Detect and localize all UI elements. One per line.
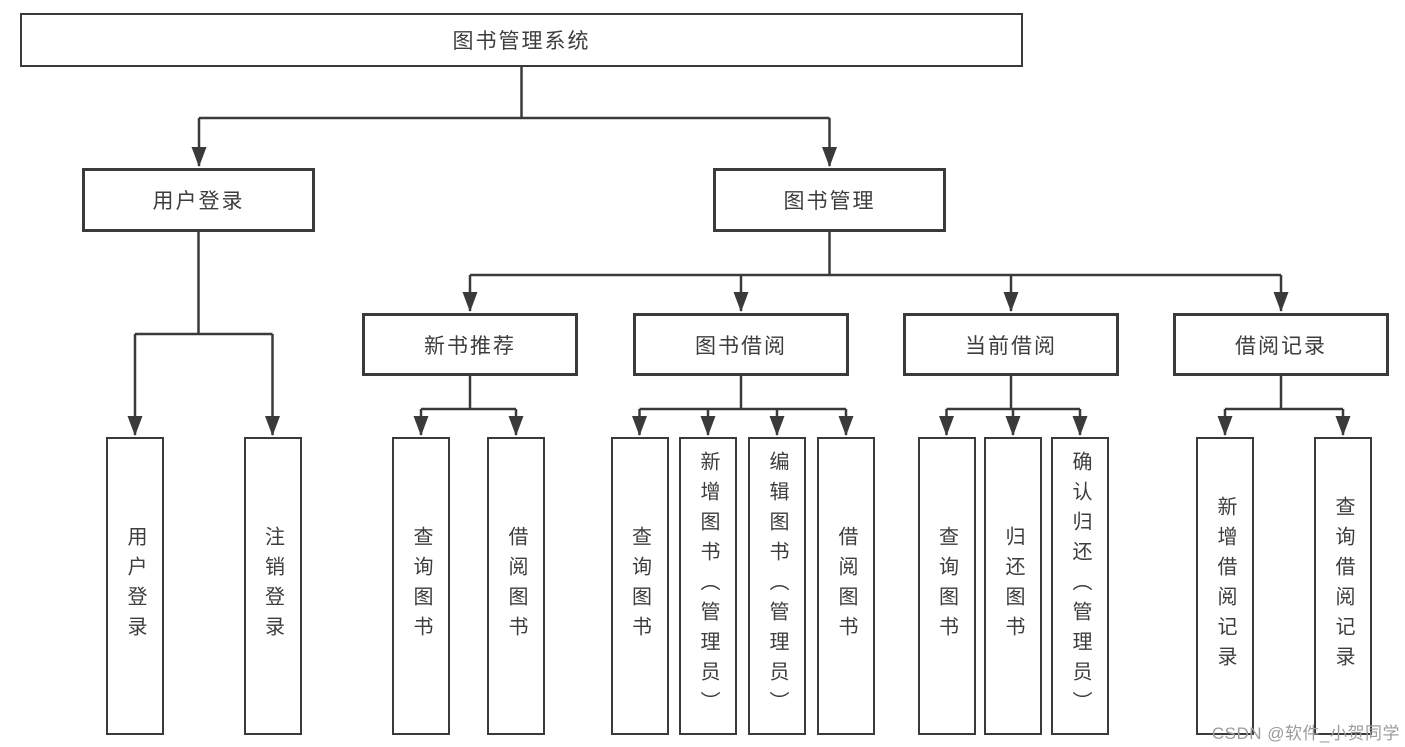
leaf-label: 归还图书: [1002, 526, 1024, 646]
node-root: 图书管理系统: [20, 13, 1023, 67]
node-new-book-recommend: 新书推荐: [362, 313, 578, 376]
leaf-label: 编辑图书（管理员）: [766, 451, 788, 721]
node-book-management-branch: 图书管理: [713, 168, 946, 232]
leaf-label: 新增图书（管理员）: [697, 451, 719, 721]
node-user-login-branch: 用户登录: [82, 168, 315, 232]
node-current-borrow: 当前借阅: [903, 313, 1119, 376]
leaf-edit-books-admin: 编辑图书（管理员）: [748, 437, 806, 735]
leaf-borrow-books-recommend: 借阅图书: [487, 437, 545, 735]
leaf-query-books-borrow: 查询图书: [610, 437, 669, 735]
leaf-label: 确认归还（管理员）: [1069, 451, 1091, 721]
leaf-label: 查询图书: [935, 526, 958, 646]
leaf-confirm-return-admin: 确认归还（管理员）: [1051, 437, 1109, 735]
leaf-label: 借阅图书: [505, 526, 527, 646]
leaf-label: 注销登录: [261, 526, 284, 646]
node-book-borrow: 图书借阅: [633, 313, 849, 376]
leaf-query-borrow-record: 查询借阅记录: [1314, 437, 1372, 735]
leaf-logout: 注销登录: [243, 437, 302, 735]
leaf-add-books-admin: 新增图书（管理员）: [679, 437, 737, 735]
leaf-query-books-current: 查询图书: [917, 437, 976, 735]
leaf-label: 借阅图书: [835, 526, 857, 646]
leaf-borrow-books: 借阅图书: [817, 437, 875, 735]
node-borrow-records: 借阅记录: [1173, 313, 1389, 376]
leaf-add-borrow-record: 新增借阅记录: [1196, 437, 1254, 735]
leaf-label: 用户登录: [124, 526, 146, 646]
leaf-label: 查询图书: [628, 526, 651, 646]
leaf-return-books: 归还图书: [984, 437, 1042, 735]
leaf-query-books-recommend: 查询图书: [392, 437, 450, 735]
leaf-label: 查询借阅记录: [1332, 496, 1354, 676]
leaf-label: 新增借阅记录: [1214, 496, 1236, 676]
csdn-watermark: CSDN @软件_小贺同学: [1211, 724, 1400, 743]
leaf-user-login: 用户登录: [106, 437, 164, 735]
leaf-label: 查询图书: [410, 526, 432, 646]
